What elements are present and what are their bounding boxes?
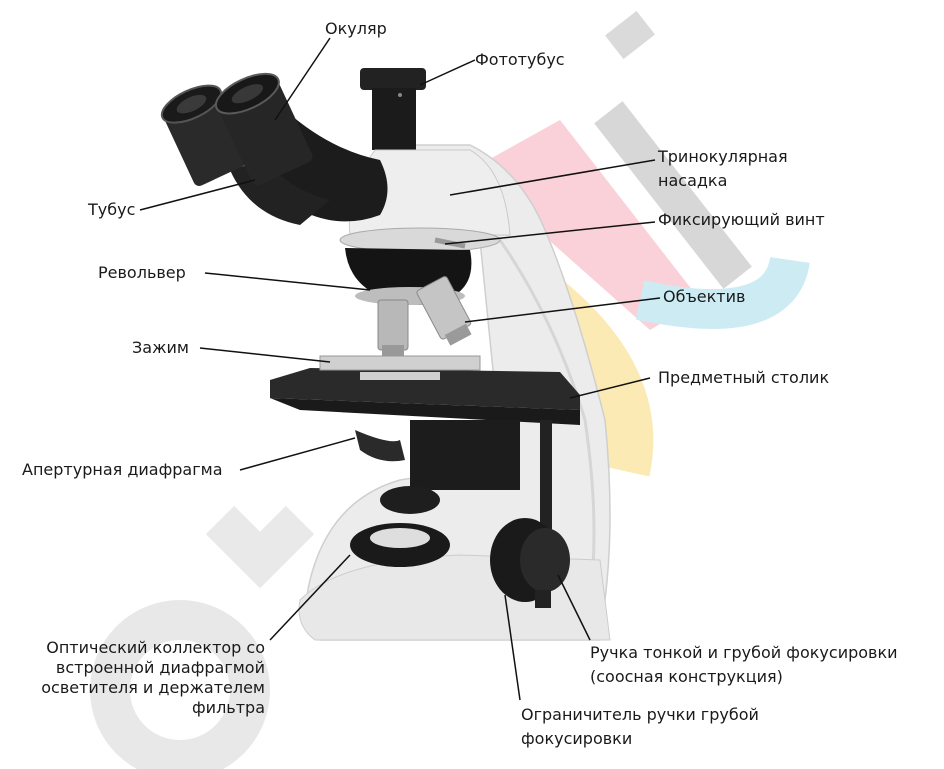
- label-stage: Предметный столик: [658, 368, 830, 387]
- label-objective: Объектив: [663, 287, 746, 306]
- label-collector-line1: Оптический коллектор со: [46, 638, 265, 657]
- leader-fix-screw: [444, 221, 656, 245]
- leader-stage: [569, 377, 651, 399]
- label-limiter: Ограничитель ручки грубой фокусировки: [521, 705, 759, 749]
- label-limiter-line2: фокусировки: [521, 729, 633, 748]
- label-tubus: Тубус: [88, 200, 136, 219]
- label-fix-screw: Фиксирующий винт: [658, 210, 825, 229]
- leader-focus: [557, 574, 591, 641]
- label-aperture: Апертурная диафрагма: [22, 460, 223, 479]
- label-fototubus: Фототубус: [475, 50, 565, 69]
- leader-tubus: [139, 179, 256, 211]
- label-trinocular-line1: Тринокулярная: [658, 147, 788, 166]
- label-collector-line3: осветителя и держателем: [41, 678, 265, 697]
- label-collector-line4: фильтра: [191, 698, 265, 717]
- leader-clamp: [199, 347, 331, 363]
- label-focus-knob-line1: Ручка тонкой и грубой фокусировки: [590, 643, 898, 662]
- label-focus-knob-line2: (соосная конструкция): [590, 667, 783, 686]
- label-collector: Оптический коллектор со встроенной диафр…: [20, 638, 265, 718]
- label-clamp: Зажим: [132, 338, 189, 357]
- leader-okulyar: [274, 37, 331, 121]
- label-trinocular: Тринокулярная насадка: [658, 147, 788, 191]
- leader-limiter: [504, 594, 521, 701]
- condenser: [355, 430, 440, 514]
- phototube: [360, 68, 426, 150]
- leader-objective: [464, 297, 661, 323]
- leader-revolver: [204, 272, 371, 291]
- eyepieces: [160, 72, 313, 186]
- leader-trinocular: [449, 159, 656, 196]
- label-trinocular-line2: насадка: [658, 171, 728, 190]
- label-revolver: Револьвер: [98, 263, 186, 282]
- focus-knob: [490, 518, 570, 608]
- leader-aperture: [239, 437, 356, 471]
- collector: [350, 523, 450, 567]
- label-limiter-line1: Ограничитель ручки грубой: [521, 705, 759, 724]
- stage-table: [270, 355, 580, 560]
- label-okulyar: Окуляр: [325, 19, 387, 38]
- leader-fototubus: [419, 59, 476, 86]
- label-focus-knob: Ручка тонкой и грубой фокусировки (соосн…: [590, 643, 898, 687]
- label-collector-line2: встроенной диафрагмой: [55, 658, 265, 677]
- leader-lines: [139, 37, 661, 701]
- leader-collector: [269, 554, 351, 641]
- objectives: [377, 276, 472, 357]
